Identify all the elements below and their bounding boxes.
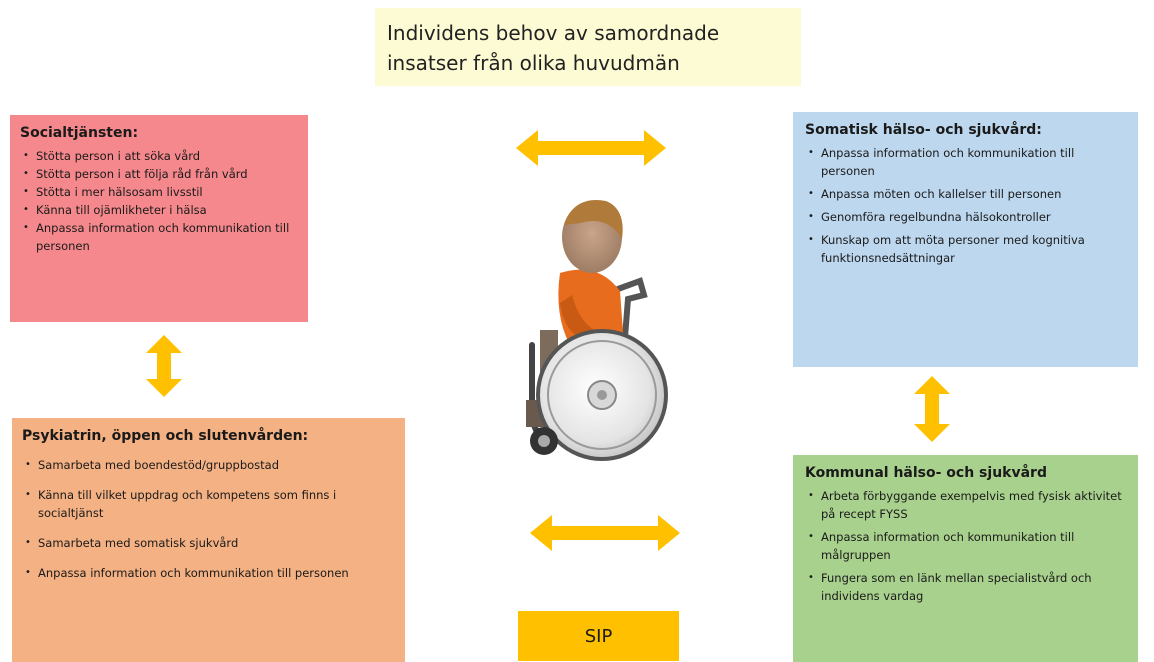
double-arrow-horizontal-icon (530, 515, 680, 551)
list-item: Anpassa information och kommunikation ti… (25, 564, 395, 582)
double-arrow-vertical-icon (146, 335, 182, 397)
somatisk-list: Anpassa information och kommunikation ti… (805, 144, 1126, 267)
list-item: Fungera som en länk mellan specialistvår… (808, 569, 1126, 605)
list-item: Samarbeta med somatisk sjukvård (25, 534, 395, 552)
list-item: Känna till ojämlikheter i hälsa (23, 201, 298, 219)
list-item: Genomföra regelbundna hälsokontroller (808, 208, 1126, 226)
socialtjansten-heading: Socialtjänsten: (20, 125, 139, 141)
psykiatrin-box: Psykiatrin, öppen och slutenvården: Sama… (12, 418, 405, 662)
list-item: Stötta i mer hälsosam livsstil (23, 183, 298, 201)
double-arrow-vertical-icon (914, 376, 950, 442)
somatisk-heading: Somatisk hälso- och sjukvård: (805, 122, 1042, 138)
double-arrow-horizontal-icon (516, 130, 666, 166)
list-item: Stötta person i att följa råd från vård (23, 165, 298, 183)
kommunal-heading: Kommunal hälso- och sjukvård (805, 465, 1047, 481)
title-line-2: insatser från olika huvudmän (387, 51, 680, 75)
list-item: Kunskap om att möta personer med kogniti… (808, 231, 1126, 267)
sip-box: SIP (518, 611, 679, 661)
person-in-wheelchair-icon (526, 200, 668, 461)
socialtjansten-box: Socialtjänsten: Stötta person i att söka… (10, 115, 308, 322)
kommunal-list: Arbeta förbyggande exempelvis med fysisk… (805, 487, 1126, 605)
list-item: Känna till vilket uppdrag och kompetens … (25, 486, 395, 522)
kommunal-box: Kommunal hälso- och sjukvård Arbeta förb… (793, 455, 1138, 662)
socialtjansten-list: Stötta person i att söka vård Stötta per… (20, 147, 298, 255)
list-item: Anpassa möten och kallelser till persone… (808, 185, 1126, 203)
list-item: Anpassa information och kommunikation ti… (23, 219, 298, 255)
somatisk-box: Somatisk hälso- och sjukvård: Anpassa in… (793, 112, 1138, 367)
psykiatrin-list: Samarbeta med boendestöd/gruppbostad Kän… (22, 456, 395, 582)
list-item: Stötta person i att söka vård (23, 147, 298, 165)
list-item: Anpassa information och kommunikation ti… (808, 528, 1126, 564)
list-item: Anpassa information och kommunikation ti… (808, 144, 1126, 180)
title-line-1: Individens behov av samordnade (387, 21, 720, 45)
list-item: Arbeta förbyggande exempelvis med fysisk… (808, 487, 1126, 523)
list-item: Samarbeta med boendestöd/gruppbostad (25, 456, 395, 474)
psykiatrin-heading: Psykiatrin, öppen och slutenvården: (22, 428, 309, 444)
sip-label: SIP (584, 625, 613, 647)
diagram-title: Individens behov av samordnade insatser … (375, 8, 801, 86)
